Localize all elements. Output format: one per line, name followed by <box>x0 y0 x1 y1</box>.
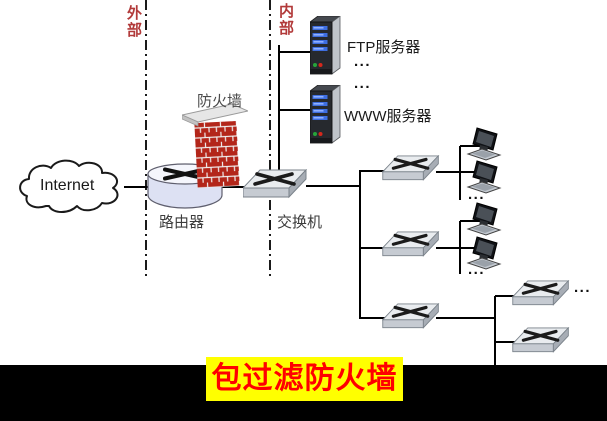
sub-switch1-icon <box>382 155 440 182</box>
internet-label: Internet <box>40 177 95 194</box>
zone-label-external: 外部 <box>125 5 142 39</box>
servers-ellipsis-top: ... <box>354 53 372 70</box>
sub-switch3-icon <box>382 303 440 330</box>
router-label: 路由器 <box>159 214 205 231</box>
servers-ellipsis-bottom: ... <box>354 75 372 92</box>
cluster3-ellipsis: ... <box>574 279 592 296</box>
core-switch-label: 交换机 <box>277 214 323 231</box>
title-highlight-box: 包过滤防火墙 <box>206 357 403 401</box>
ftp-server-label: FTP服务器 <box>347 39 421 56</box>
diagram-title: 包过滤防火墙 <box>211 362 398 395</box>
workstation1-icon <box>467 127 501 161</box>
www-server-label: WWW服务器 <box>344 108 432 125</box>
www-server-icon <box>310 85 341 144</box>
cluster1-ellipsis: ... <box>468 186 486 203</box>
cluster2-ellipsis: ... <box>468 261 486 278</box>
core-switch-icon <box>243 169 307 199</box>
sub-switch2-icon <box>382 231 440 258</box>
edge-switch5-icon <box>512 327 570 354</box>
edge-switch4-icon <box>512 280 570 307</box>
ftp-server-icon <box>310 16 341 75</box>
workstation3-icon <box>467 202 501 236</box>
zone-boundaries <box>145 0 271 277</box>
firewall-label: 防火墙 <box>197 93 243 110</box>
zone-label-internal: 内部 <box>277 3 294 37</box>
